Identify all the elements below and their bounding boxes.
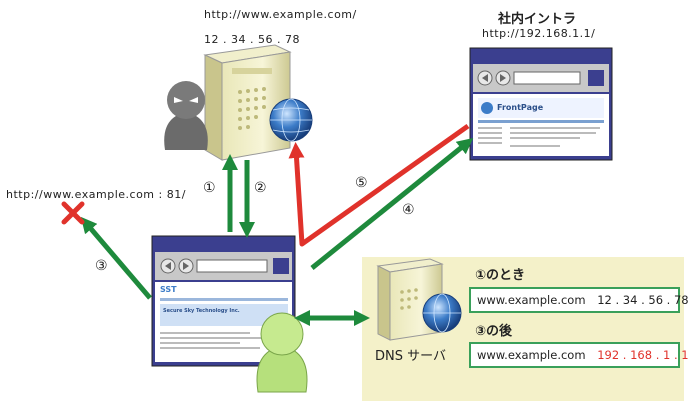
step-5-label: ⑤ <box>355 175 368 191</box>
dns-after-record: www.example.com 192 . 168 . 1 . 1 <box>469 342 689 368</box>
attacker-icon <box>164 81 208 150</box>
arrow-step-4 <box>310 137 474 270</box>
intranet-url: http://192.168.1.1/ <box>482 27 596 40</box>
dns-globe-icon <box>422 293 462 333</box>
globe-icon <box>269 98 313 142</box>
user-icon <box>256 312 308 393</box>
dns-server-icon <box>376 258 444 341</box>
dns-after-host: www.example.com <box>477 348 586 362</box>
intranet-page-heading: FrontPage <box>497 103 544 112</box>
dns-first-host: www.example.com <box>477 293 586 307</box>
blocked-x-icon <box>61 201 85 225</box>
client-logo: SST <box>160 285 177 294</box>
step-3-label: ③ <box>95 258 108 274</box>
client-page-heading: Secure Sky Technology Inc. <box>163 308 240 314</box>
step-2-label: ② <box>254 180 267 196</box>
step-1-label: ① <box>203 180 216 196</box>
dns-server-label: DNS サーバ <box>375 349 446 364</box>
intranet-browser-window <box>469 47 613 161</box>
dns-first-record: www.example.com 12 . 34 . 56 . 78 <box>469 287 689 313</box>
arrow-step-5 <box>288 123 470 247</box>
step-4-label: ④ <box>402 202 415 218</box>
web-server-ip: 12 . 34 . 56 . 78 <box>204 33 300 46</box>
blocked-url: http://www.example.com : 81/ <box>6 188 186 201</box>
web-server-icon <box>203 44 292 161</box>
intranet-title: 社内イントラ <box>498 12 577 27</box>
web-server-url: http://www.example.com/ <box>204 8 357 21</box>
arrow-step-3 <box>80 216 152 300</box>
dns-after-heading: ③の後 <box>475 324 513 339</box>
dns-first-heading: ①のとき <box>475 268 526 283</box>
dns-after-ip: 192 . 168 . 1 . 1 <box>597 348 689 362</box>
dns-first-ip: 12 . 34 . 56 . 78 <box>597 293 689 307</box>
